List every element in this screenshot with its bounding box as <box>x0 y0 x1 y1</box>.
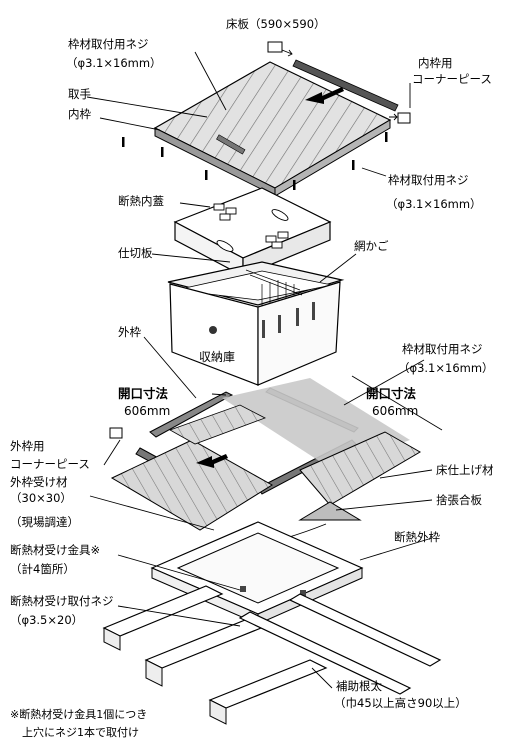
label-opening-left-val: 606mm <box>124 404 170 418</box>
label-local-supply: （現場調達） <box>10 515 79 529</box>
insulation-lid <box>173 187 332 277</box>
label-bracket-1: 断熱材受け金具※ <box>10 543 100 557</box>
inner-corner-piece <box>292 59 411 124</box>
outer-corner-piece <box>109 427 228 468</box>
leader-lines <box>86 51 443 689</box>
label-frame-screw-mid-spec: （φ3.1×16mm） <box>386 197 482 211</box>
label-frame-screw-low: 枠材取付用ネジ <box>402 342 483 356</box>
label-inner-corner-1: 内枠用 <box>418 56 453 70</box>
label-net-basket: 網かご <box>354 239 389 253</box>
label-plywood: 捨張合板 <box>436 493 482 507</box>
label-frame-screw-low-spec: （φ3.1×16mm） <box>398 361 494 375</box>
label-bracket-2: （計4箇所） <box>10 562 75 576</box>
label-bracket-screw-1: 断熱材受け取付ネジ <box>10 594 114 608</box>
label-note-2: 上穴にネジ1本で取付け <box>22 725 139 739</box>
floor-board <box>153 61 392 197</box>
label-partition: 仕切板 <box>118 246 153 260</box>
label-joist-1: 補助根太 <box>336 679 382 693</box>
label-outer-support-2: （30×30） <box>10 491 72 505</box>
label-opening-right: 開口寸法 <box>366 386 417 401</box>
handle <box>216 134 246 155</box>
floor-finish <box>110 378 421 531</box>
label-joist-2: （巾45以上高さ90以上） <box>334 696 467 710</box>
corner-piece-icon <box>267 41 293 57</box>
label-outer-corner-1: 外枠用 <box>10 439 45 453</box>
label-outer-frame: 外枠 <box>118 325 141 339</box>
label-storage-box: 収納庫 <box>199 350 235 364</box>
label-note-1: ※断熱材受け金具1個につき <box>10 707 147 721</box>
label-frame-screw-mid: 枠材取付用ネジ <box>388 173 469 187</box>
plywood <box>285 501 362 539</box>
label-opening-right-val: 606mm <box>372 404 418 418</box>
label-insulation-outer: 断熱外枠 <box>394 530 440 544</box>
label-outer-support-1: 外枠受け材 <box>10 475 68 489</box>
label-inner-frame: 内枠 <box>68 107 91 121</box>
arrow-icon <box>305 87 344 104</box>
label-opening-left: 開口寸法 <box>118 386 169 401</box>
storage-box <box>167 261 345 386</box>
joists <box>102 585 442 725</box>
label-frame-screw-top: 枠材取付用ネジ <box>68 37 149 51</box>
label-inner-corner-2: コーナーピース <box>412 72 492 86</box>
label-floor-finish: 床仕上げ材 <box>436 463 494 477</box>
label-insulation-lid: 断熱内蓋 <box>118 194 164 208</box>
label-outer-corner-2: コーナーピース <box>10 457 90 471</box>
label-bracket-screw-2: （φ3.5×20） <box>10 613 83 627</box>
label-handle: 取手 <box>68 87 91 101</box>
label-frame-screw-top-spec: （φ3.1×16mm） <box>66 56 162 70</box>
label-floor-board: 床板（590×590） <box>226 17 326 31</box>
